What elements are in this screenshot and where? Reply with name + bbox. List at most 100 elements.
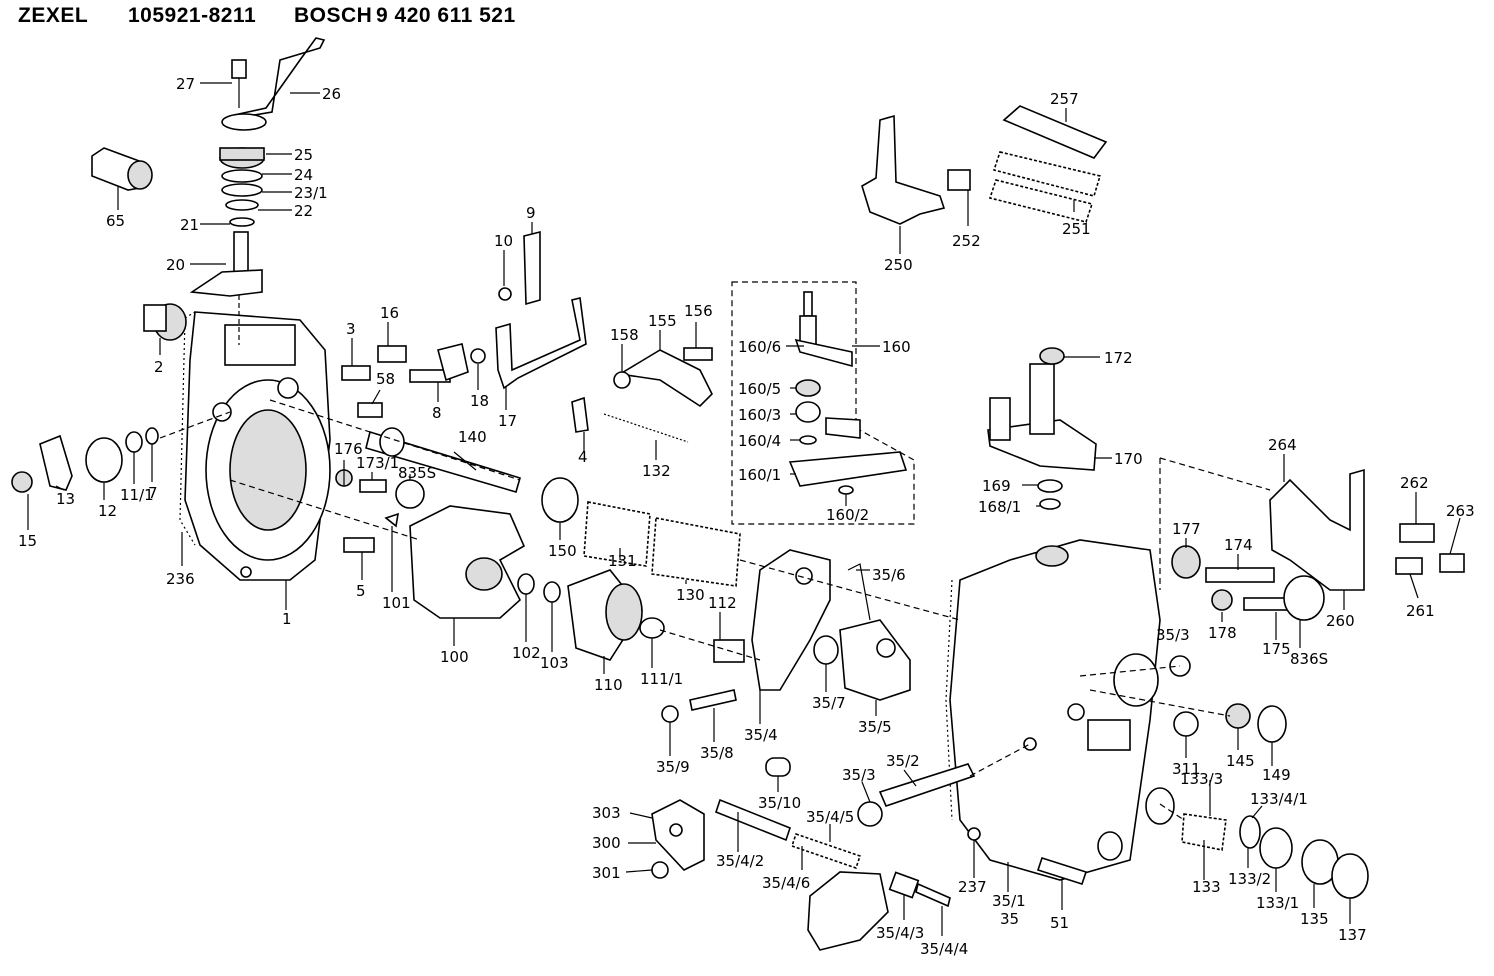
label-173-1: 173/1 (356, 454, 399, 472)
label-150: 150 (548, 542, 577, 560)
label-835S: 835S (398, 464, 436, 482)
label-132: 132 (642, 462, 671, 480)
spring-35-7 (813, 635, 839, 665)
nut-15 (11, 471, 33, 493)
label-101: 101 (382, 594, 411, 612)
lever-170 (987, 347, 1097, 471)
part-2-plug (143, 303, 187, 341)
pump-housing-right (945, 539, 1175, 881)
lever-250 (861, 114, 971, 225)
screw-35-4-4 (915, 882, 951, 908)
label-303: 303 (592, 804, 621, 822)
label-13: 13 (56, 490, 75, 508)
label-12: 12 (98, 502, 117, 520)
screw-173-1 (359, 479, 387, 493)
label-133-4-1: 133/4/1 (1250, 790, 1308, 808)
clip-35-9 (661, 705, 679, 723)
screw-5 (343, 537, 375, 553)
label-15: 15 (18, 532, 37, 550)
label-133-1: 133/1 (1256, 894, 1299, 912)
label-160: 160 (882, 338, 911, 356)
spring-stack-133 (1181, 813, 1369, 899)
label-133: 133 (1192, 878, 1221, 896)
ring-103 (543, 581, 561, 603)
label-131: 131 (608, 552, 637, 570)
label-257: 257 (1050, 90, 1079, 108)
label-35: 35 (1000, 910, 1019, 928)
springs-130-131 (541, 477, 741, 587)
label-35-4-2: 35/4/2 (716, 852, 764, 870)
label-174: 174 (1224, 536, 1253, 554)
label-35-8: 35/8 (700, 744, 734, 762)
seal-149 (1257, 705, 1287, 743)
part-4-clip (571, 396, 589, 433)
label-35-3a: 35/3 (842, 766, 876, 784)
label-236: 236 (166, 570, 195, 588)
label-158: 158 (610, 326, 639, 344)
label-250: 250 (884, 256, 913, 274)
label-263: 263 (1446, 502, 1475, 520)
label-16: 16 (380, 304, 399, 322)
label-177: 177 (1172, 520, 1201, 538)
label-155: 155 (648, 312, 677, 330)
label-135: 135 (1300, 910, 1329, 928)
washer-111-1 (639, 617, 665, 639)
label-35-1: 35/1 (992, 892, 1026, 910)
label-133-2: 133/2 (1228, 870, 1271, 888)
label-301: 301 (592, 864, 621, 882)
label-169: 169 (982, 477, 1011, 495)
label-140: 140 (458, 428, 487, 446)
lever-8-18-17 (409, 297, 587, 390)
parts-9-10 (498, 230, 541, 306)
seal-35-3 (857, 801, 883, 827)
label-11-1: 11/1 (120, 486, 154, 504)
label-35-10: 35/10 (758, 794, 801, 812)
label-10: 10 (494, 232, 513, 250)
spring-12 (85, 437, 123, 483)
washer-168-1 (1039, 498, 1061, 510)
label-35-4: 35/4 (744, 726, 778, 744)
spring-35-4-5 (790, 832, 862, 870)
label-23-1: 23/1 (294, 184, 328, 202)
bracket-260 (1269, 468, 1465, 591)
label-112: 112 (708, 594, 737, 612)
label-21: 21 (180, 216, 199, 234)
flyweight-100 (409, 505, 526, 619)
ring-7 (145, 427, 159, 445)
label-35-4-5: 35/4/5 (806, 808, 854, 826)
rod-35-4-2 (715, 798, 791, 842)
sleeve-110 (567, 569, 643, 661)
label-160-4: 160/4 (738, 432, 781, 450)
plug-835S (395, 479, 425, 509)
label-170: 170 (1114, 450, 1143, 468)
pump-housing-left (179, 311, 331, 581)
bosch-part-number: 9 420 611 521 (376, 4, 516, 27)
shaft-35-2 (878, 763, 976, 807)
label-58: 58 (376, 370, 395, 388)
bush-35-10 (765, 757, 791, 777)
label-51: 51 (1050, 914, 1069, 932)
label-110: 110 (594, 676, 623, 694)
label-35-2: 35/2 (886, 752, 920, 770)
label-3: 3 (346, 320, 356, 338)
label-20: 20 (166, 256, 185, 274)
label-130: 130 (676, 586, 705, 604)
bracket-300 (651, 799, 705, 879)
zexel-part-number: 105921-8211 (128, 4, 257, 27)
label-100: 100 (440, 648, 469, 666)
label-311: 311 (1172, 760, 1201, 778)
bracket-35-5 (839, 563, 911, 701)
callout-labels: 27 26 25 24 23/1 22 21 20 65 2 3 16 58 8… (18, 75, 1475, 958)
label-175: 175 (1262, 640, 1291, 658)
bolt-237 (967, 827, 981, 841)
label-8: 8 (432, 404, 442, 422)
brand-label-bosch: BOSCH (294, 4, 373, 27)
washer-11-1 (125, 431, 143, 453)
label-237: 237 (958, 878, 987, 896)
screw-51 (1036, 856, 1088, 886)
pin-35-8 (689, 689, 737, 711)
washer-169 (1037, 479, 1063, 493)
plate-13 (39, 434, 73, 491)
